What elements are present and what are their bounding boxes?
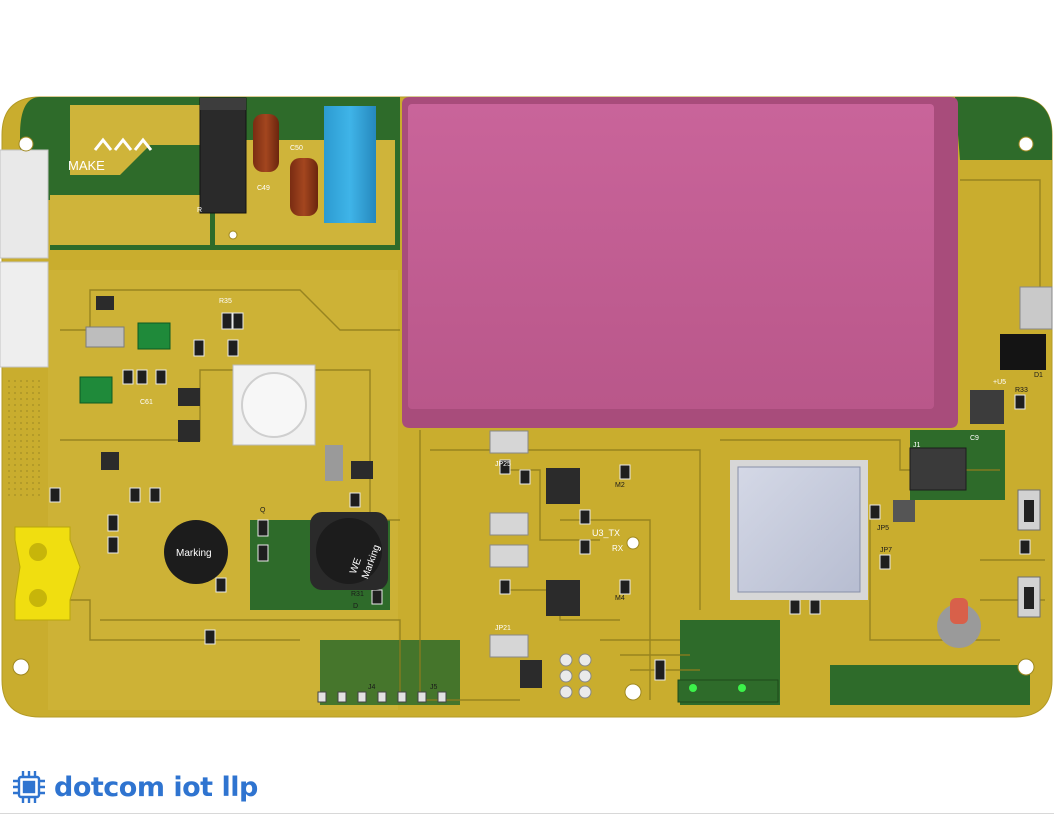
usb-connector xyxy=(1019,286,1053,330)
mounting-hole-bottom-right xyxy=(1017,658,1035,676)
inductor-right-we: WE Marking xyxy=(310,512,388,590)
inductor-left: Marking xyxy=(164,520,228,584)
silk-c9: C9 xyxy=(970,435,979,442)
silkscreen-labels: R31 D U3_TX RX JP25 JP21 M2 M4 J1 C9 JP5… xyxy=(219,298,1043,691)
silk-logo-mark xyxy=(93,137,153,151)
mounting-holes xyxy=(12,136,1035,701)
test-pads xyxy=(559,653,592,699)
connector-left-lower xyxy=(0,261,49,368)
silk-c50: C50 xyxy=(290,145,303,152)
capacitor-c49 xyxy=(253,114,279,172)
relay-black xyxy=(199,97,247,214)
silk-c61: C61 xyxy=(140,399,153,406)
silk-jp25: JP25 xyxy=(495,461,511,468)
brand-name: dotcom iot llp xyxy=(54,771,258,803)
capacitor-c50 xyxy=(290,158,318,216)
mounting-hole-bottom-left xyxy=(12,658,30,676)
rf-shield-can xyxy=(402,97,958,428)
green-pour-bottom-left xyxy=(320,640,460,705)
mcu-qfp xyxy=(730,460,868,600)
via-field-left xyxy=(4,380,44,500)
smd-ics xyxy=(96,296,1004,688)
silk-r35: R35 xyxy=(219,298,232,305)
silk-inductor-left-marking: Marking xyxy=(176,548,212,559)
coin-cell-holder xyxy=(937,598,981,648)
xt-power-connector xyxy=(14,526,81,621)
green-pour-top-right xyxy=(955,97,1052,160)
silk-r: R xyxy=(197,207,202,214)
silk-r31: R31 xyxy=(351,591,364,598)
silk-m4: M4 xyxy=(615,595,625,602)
silk-d: D xyxy=(353,603,358,610)
smd-green-cap-1 xyxy=(137,322,171,350)
silk-rx: RX xyxy=(612,544,624,553)
mounting-hole-top-left xyxy=(18,136,34,152)
silk-jp21: JP21 xyxy=(495,625,511,632)
capacitor-x2-blue xyxy=(324,106,376,223)
silk-q: Q xyxy=(260,507,266,514)
sense-resistors xyxy=(489,430,529,658)
ic-j1 xyxy=(909,447,967,491)
silk-r33: R33 xyxy=(1015,387,1028,394)
power-resistor-gray xyxy=(85,326,125,348)
silk-d1: D1 xyxy=(1034,372,1043,379)
silk-jp7: JP7 xyxy=(880,547,892,554)
green-pour-bottom-right xyxy=(830,665,1030,705)
ffc-connector xyxy=(677,679,779,703)
silk-make-logo: MAKE xyxy=(68,158,105,173)
silk-c49: C49 xyxy=(257,185,270,192)
silk-inductor-right-we: WE xyxy=(348,556,364,575)
header-pins-bottom xyxy=(317,691,447,703)
copper-island-top-left xyxy=(70,105,205,175)
diode-d1 xyxy=(1000,334,1046,370)
silk-j4: J4 xyxy=(368,684,376,691)
chip-icon xyxy=(13,771,45,803)
silk-plus-u5: +U5 xyxy=(993,379,1006,386)
mounting-hole-top-right xyxy=(1018,136,1034,152)
silk-j5: J5 xyxy=(430,684,438,691)
smd-passives xyxy=(49,312,1031,681)
bottom-divider xyxy=(0,813,1054,814)
pcb-board-3d-render: MAKE xyxy=(0,96,1053,718)
silk-j1: J1 xyxy=(913,442,921,449)
silk-u3-tx: U3_TX xyxy=(592,528,620,538)
silk-m2: M2 xyxy=(615,482,625,489)
buzzer-white xyxy=(232,364,316,446)
silk-jp5: JP5 xyxy=(877,525,889,532)
brand-footer: dotcom iot llp xyxy=(10,765,258,809)
smd-green-cap-2 xyxy=(79,376,113,404)
copper-strip-top xyxy=(50,195,210,245)
connector-left-upper xyxy=(0,149,49,259)
